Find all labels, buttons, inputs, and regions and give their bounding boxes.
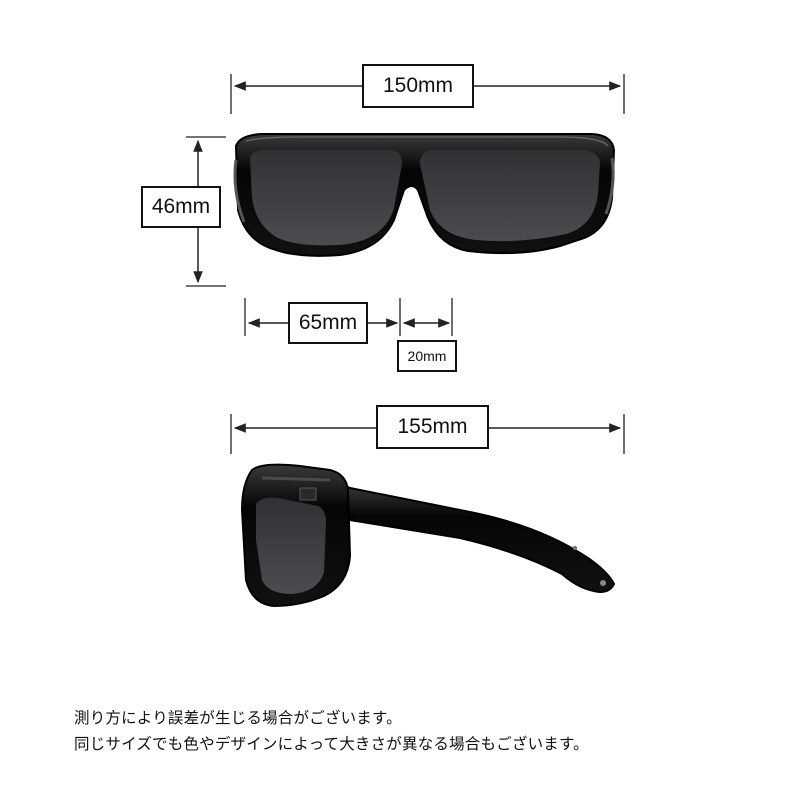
front-width-dimension xyxy=(230,74,625,114)
measurement-error-note: 測り方により誤差が生じる場合がございます。 xyxy=(74,709,402,727)
front-height-label: 46mm xyxy=(141,186,221,228)
left-lens xyxy=(250,150,402,246)
side-length-dimension xyxy=(230,414,625,454)
lens-width-label: 65mm xyxy=(288,302,368,344)
right-lens xyxy=(420,150,600,242)
bridge-width-dimension xyxy=(402,298,453,336)
size-variation-note: 同じサイズでも色やデザインによって大きさが異なる場合もございます。 xyxy=(74,735,589,753)
side-lens xyxy=(256,497,326,594)
lens-width-dimension xyxy=(244,298,401,336)
front-height-dimension xyxy=(186,136,226,287)
glasses-front-view xyxy=(233,133,616,257)
glasses-side-view xyxy=(240,463,616,608)
bridge-width-label: 20mm xyxy=(397,340,457,372)
side-length-label: 155mm xyxy=(376,405,489,449)
front-width-label: 150mm xyxy=(362,64,474,108)
